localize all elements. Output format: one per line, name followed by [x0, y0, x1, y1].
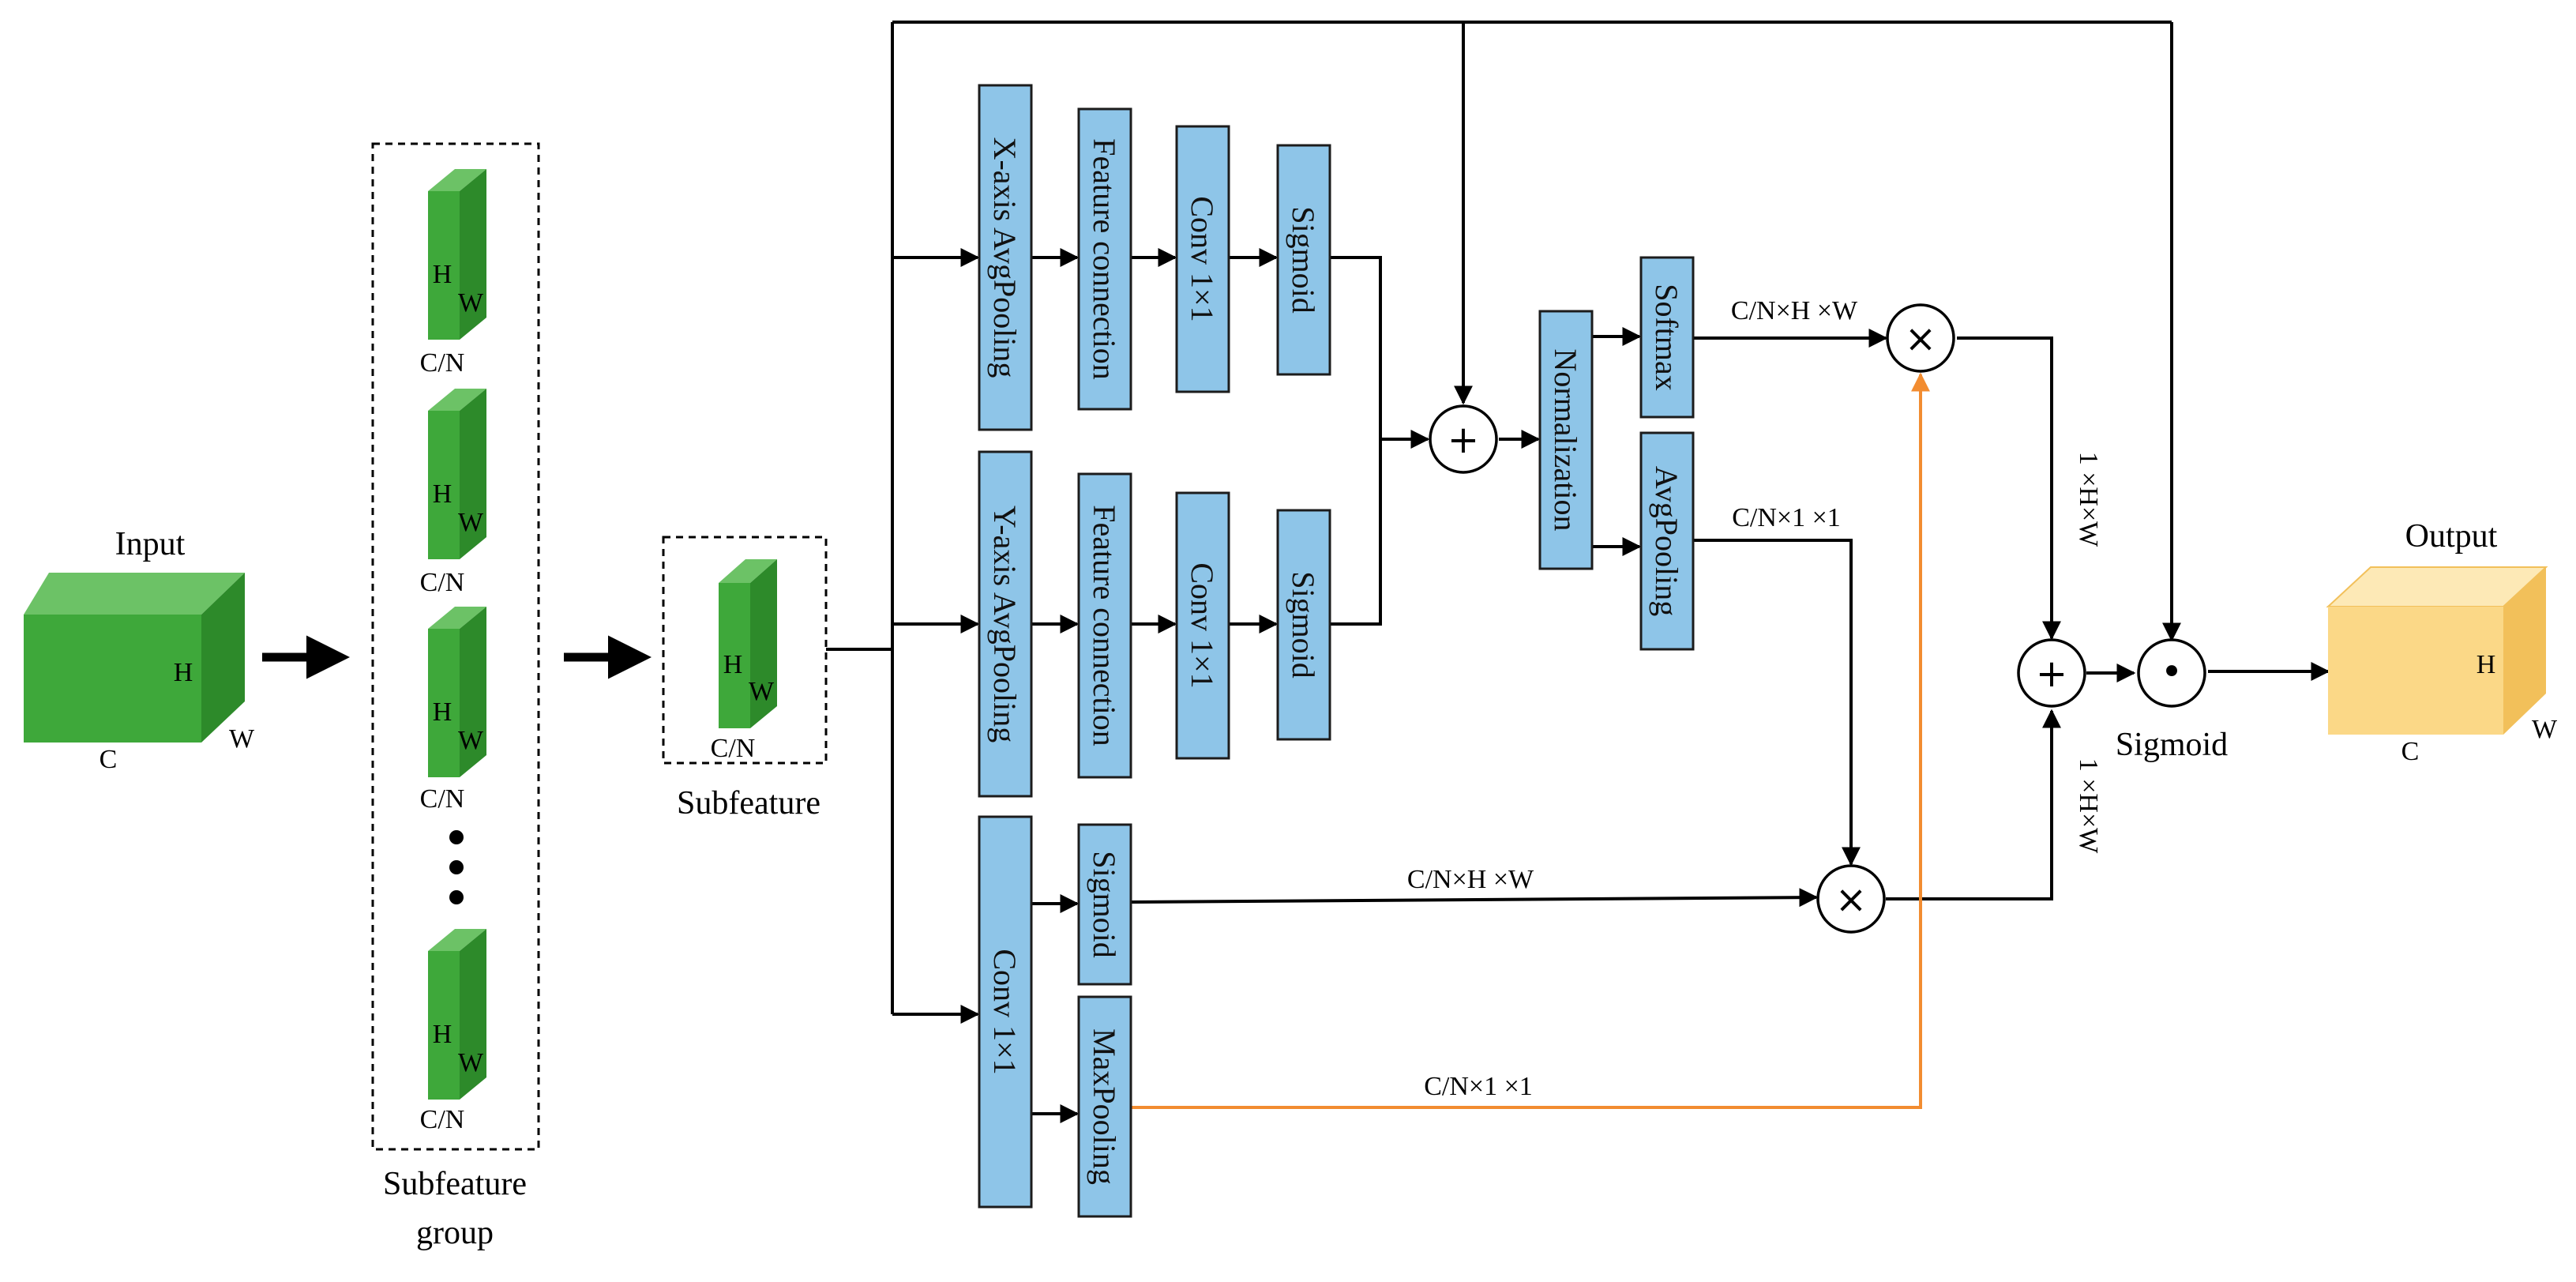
- plus-operator-2: +: [2017, 638, 2086, 708]
- svg-text:MaxPooling: MaxPooling: [1087, 1028, 1122, 1185]
- svg-text:Normalization: Normalization: [1548, 348, 1583, 531]
- svg-text:+: +: [1448, 418, 1479, 462]
- svg-text:W: W: [458, 1048, 484, 1077]
- svg-text:Softmax: Softmax: [1649, 284, 1684, 391]
- block-softmax: Softmax: [1639, 256, 1695, 419]
- times-operator-top: ×: [1886, 303, 1955, 373]
- svg-text:Sigmoid: Sigmoid: [1286, 206, 1321, 314]
- svg-text:Conv 1×1: Conv 1×1: [1185, 196, 1220, 321]
- svg-text:C/N: C/N: [420, 348, 465, 378]
- block-conv1x1-1: Conv 1×1: [1175, 125, 1230, 393]
- block-sigmoid-3: Sigmoid: [1077, 823, 1132, 986]
- svg-text:H: H: [433, 1020, 452, 1049]
- output-cube-front: [2328, 607, 2503, 735]
- subfeature-group: H W C/N H W C/N H W C/N: [371, 142, 540, 1251]
- input-cube-side: [201, 573, 245, 743]
- bottom-product-label: 1 ×H×W: [2074, 758, 2103, 854]
- svg-text:H: H: [723, 650, 743, 679]
- subfeature-group-caption-1: Subfeature: [383, 1166, 527, 1202]
- input-cube-top: [24, 573, 245, 615]
- times-operator-bottom: ×: [1816, 864, 1886, 934]
- group-slice-2: H W C/N: [420, 389, 486, 597]
- ellipsis-dots: [449, 830, 464, 904]
- svg-text:H: H: [433, 479, 452, 509]
- svg-text:Y-axis AvgPooling: Y-axis AvgPooling: [987, 506, 1023, 743]
- block-feature-connection-1: Feature connection: [1077, 107, 1132, 411]
- subfeature-caption: Subfeature: [677, 785, 820, 821]
- block-y-axis-avgpooling: Y-axis AvgPooling: [978, 450, 1033, 798]
- block-x-axis-avgpooling: X-axis AvgPooling: [978, 84, 1033, 431]
- group-slice-4: H W C/N: [420, 929, 486, 1134]
- svg-text:Conv 1×1: Conv 1×1: [1185, 562, 1220, 688]
- svg-text:×: ×: [1905, 317, 1936, 361]
- output-title: Output: [2405, 518, 2498, 555]
- maxpool-out-label: C/N×1 ×1: [1424, 1072, 1533, 1101]
- svg-text:H: H: [433, 697, 452, 727]
- svg-text:W: W: [458, 288, 484, 318]
- subfeature-group-box: [371, 142, 540, 1151]
- subfeature: H W C/N Subfeature: [662, 536, 828, 821]
- subfeature-box: [662, 536, 828, 765]
- output-tensor: Output H W C: [2326, 518, 2558, 766]
- svg-text:W: W: [458, 726, 484, 755]
- input-title: Input: [115, 526, 186, 562]
- svg-text:W: W: [749, 677, 775, 706]
- subfeature-group-caption-2: group: [416, 1215, 494, 1251]
- wires: [826, 21, 2330, 1123]
- block-avgpooling: AvgPooling: [1639, 431, 1695, 651]
- svg-text:Sigmoid: Sigmoid: [1087, 851, 1122, 958]
- subfeature-slice: [719, 583, 750, 728]
- svg-text:H: H: [433, 260, 452, 289]
- block-maxpooling: MaxPooling: [1077, 995, 1132, 1218]
- svg-text:Feature connection: Feature connection: [1087, 138, 1122, 379]
- plus-operator-1: +: [1429, 404, 1498, 474]
- dot-operator: •: [2137, 638, 2206, 708]
- block-conv1x1-3: Conv 1×1: [978, 815, 1033, 1209]
- svg-text:AvgPooling: AvgPooling: [1649, 466, 1684, 616]
- softmax-out-label: C/N×H ×W: [1731, 296, 1858, 325]
- svg-text:X-axis AvgPooling: X-axis AvgPooling: [987, 137, 1023, 378]
- top-product-label: 1 ×H×W: [2074, 452, 2103, 547]
- output-cube-side: [2503, 567, 2546, 735]
- group-slice-1: H W C/N: [420, 169, 486, 378]
- svg-text:C/N: C/N: [420, 784, 465, 814]
- block-sigmoid-2: Sigmoid: [1276, 509, 1331, 741]
- block-normalization: Normalization: [1538, 310, 1594, 570]
- svg-text:+: +: [2036, 652, 2067, 696]
- input-c-label: C: [100, 745, 118, 774]
- svg-text:Conv 1×1: Conv 1×1: [987, 949, 1023, 1074]
- svg-text:C/N: C/N: [420, 568, 465, 597]
- sig3-out-label: C/N×H ×W: [1407, 865, 1534, 894]
- sigmoid-label: Sigmoid: [2116, 727, 2228, 763]
- svg-text:C/N: C/N: [420, 1105, 465, 1134]
- input-cube-front: [24, 615, 201, 743]
- input-w-label: W: [229, 724, 255, 754]
- input-h-label: H: [174, 658, 193, 687]
- input-tensor: Input H W C: [24, 526, 255, 774]
- maxpool-orange-wire: [1131, 372, 1930, 1109]
- group-slice-3: H W C/N: [420, 607, 486, 814]
- output-c-label: C: [2401, 737, 2420, 766]
- svg-text:•: •: [2161, 650, 2183, 694]
- svg-text:Feature connection: Feature connection: [1087, 505, 1122, 746]
- output-w-label: W: [2532, 715, 2558, 744]
- svg-text:W: W: [458, 508, 484, 537]
- svg-text:C/N: C/N: [711, 734, 756, 763]
- avgpool-out-label: C/N×1 ×1: [1732, 503, 1841, 532]
- block-sigmoid-1: Sigmoid: [1276, 144, 1331, 376]
- output-h-label: H: [2476, 650, 2496, 679]
- block-feature-connection-2: Feature connection: [1077, 472, 1132, 779]
- svg-text:Sigmoid: Sigmoid: [1286, 571, 1321, 679]
- svg-text:×: ×: [1835, 878, 1867, 922]
- block-conv1x1-2: Conv 1×1: [1175, 491, 1230, 760]
